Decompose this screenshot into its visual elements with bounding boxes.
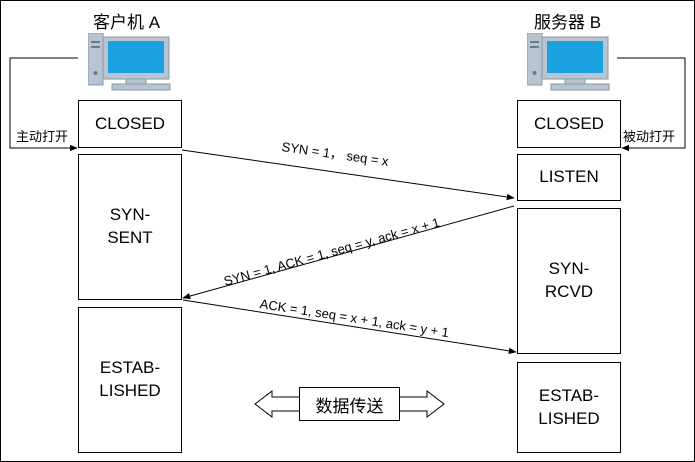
ack-arrow <box>182 299 517 355</box>
client-title: 客户机 A <box>93 13 161 32</box>
server-state-syn-rcvd: SYN- RCVD <box>517 208 621 354</box>
syn-ack-arrow <box>182 205 515 300</box>
client-state-established: ESTAB- LISHED <box>78 307 182 453</box>
server-state-closed: CLOSED <box>517 100 621 148</box>
active-open-connector <box>9 57 78 152</box>
syn-arrow <box>181 149 515 201</box>
server-state-established: ESTAB- LISHED <box>517 362 621 453</box>
passive-open-label: 被动打开 <box>623 129 676 144</box>
client-computer-icon <box>88 33 171 91</box>
server-title: 服务器 B <box>534 13 602 32</box>
client-state-closed: CLOSED <box>78 100 182 148</box>
data-transfer-label: 数据传送 <box>299 387 400 421</box>
server-computer-icon <box>527 33 610 91</box>
active-open-label: 主动打开 <box>16 129 69 144</box>
client-state-syn-sent: SYN- SENT <box>78 154 182 300</box>
server-state-listen: LISTEN <box>517 154 621 201</box>
passive-open-connector <box>617 57 686 152</box>
